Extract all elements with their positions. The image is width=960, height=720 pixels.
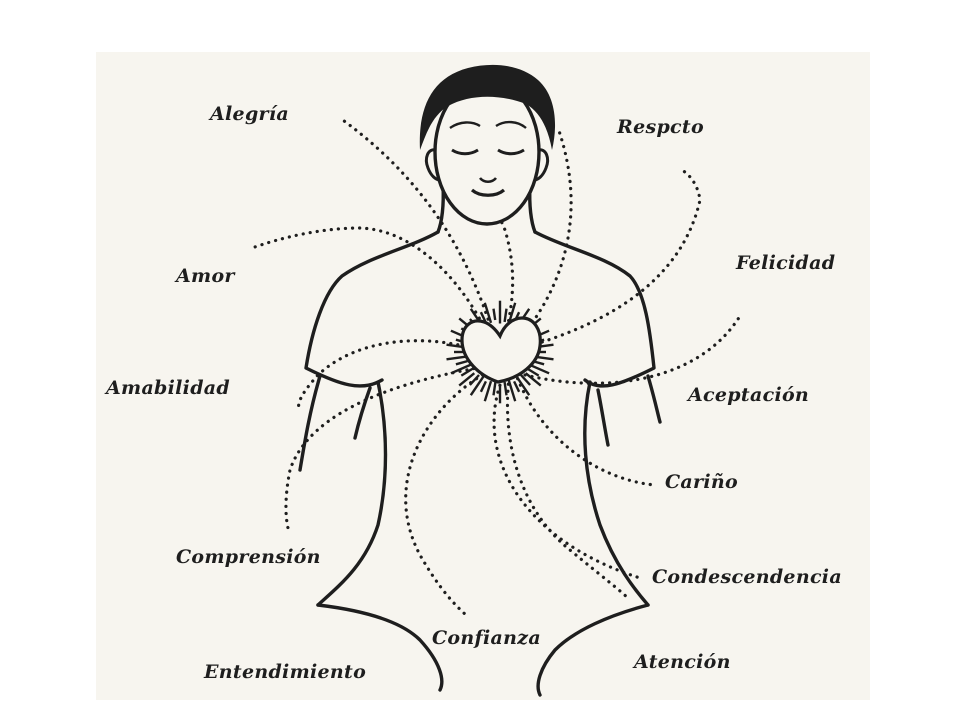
heart-ray-line [479, 380, 487, 393]
heart-ray-line [450, 363, 472, 375]
ray-felicidad [513, 168, 702, 352]
heart-ray-line [460, 366, 476, 377]
heart-ray-line [458, 372, 476, 387]
label-amabilidad: Amabilidad [106, 377, 230, 399]
ray-confianza [404, 366, 497, 617]
nose [478, 177, 498, 184]
heart-ray-line [518, 372, 531, 386]
ray-aceptacion [523, 314, 742, 385]
ray-alegria [338, 116, 502, 362]
heart-ray-line [483, 380, 493, 402]
ray-carino [513, 370, 657, 487]
heart-ray-line [469, 375, 485, 396]
label-atencion: Atención [634, 651, 731, 673]
heart-ray-line [469, 374, 480, 386]
heart-ray-line [516, 376, 531, 396]
label-carino: Cariño [665, 471, 738, 493]
label-comprension: Comprensión [176, 546, 321, 568]
label-confianza: Confianza [432, 627, 541, 649]
right-ear [533, 148, 550, 182]
heart-ray-line [507, 378, 517, 402]
left-eyebrow [449, 121, 481, 130]
right-closed-eye [497, 148, 525, 156]
label-alegria: Alegría [210, 103, 289, 125]
heart-ray-line [492, 308, 497, 321]
heart-ray-line [503, 381, 508, 396]
ray-amabilidad [297, 339, 507, 414]
ray-condescendencia [492, 370, 642, 580]
label-condescendencia: Condescendencia [652, 566, 842, 588]
label-aceptacion: Aceptación [688, 384, 810, 406]
heart-ray-line [483, 302, 493, 324]
heart-ray-line [503, 308, 508, 323]
heart-ray-line [508, 302, 517, 322]
left-arm [298, 374, 322, 472]
heart-ray-line [524, 372, 542, 387]
smile [470, 188, 506, 197]
left-torso [316, 380, 388, 607]
hair [419, 64, 556, 150]
right-eyebrow [495, 120, 527, 129]
label-felicidad: Felicidad [736, 252, 836, 274]
lower-hem-right [536, 603, 650, 697]
left-closed-eye [451, 148, 479, 156]
label-respeto: Respcto [617, 116, 704, 138]
left-shoulder-sleeve [304, 230, 440, 388]
right-arm [646, 374, 662, 424]
label-amor: Amor [176, 265, 235, 287]
heart-ray-line [455, 359, 468, 366]
right-arm-inner [596, 388, 610, 447]
label-entendimiento: Entendimiento [204, 661, 367, 683]
left-ear [424, 148, 441, 182]
heart-ray-line [526, 367, 540, 377]
ray-comprension [284, 363, 497, 530]
ray-amor [250, 226, 497, 352]
body-outline [298, 184, 662, 697]
left-arm-inner [353, 386, 372, 440]
heart-icon [460, 316, 542, 384]
ray-atencion [506, 368, 632, 602]
lower-hem [316, 603, 444, 692]
radiant-heart [446, 300, 554, 404]
right-shoulder-sleeve [533, 230, 656, 388]
head [419, 64, 556, 226]
heart-ray-line [513, 380, 521, 393]
right-torso [583, 380, 650, 607]
